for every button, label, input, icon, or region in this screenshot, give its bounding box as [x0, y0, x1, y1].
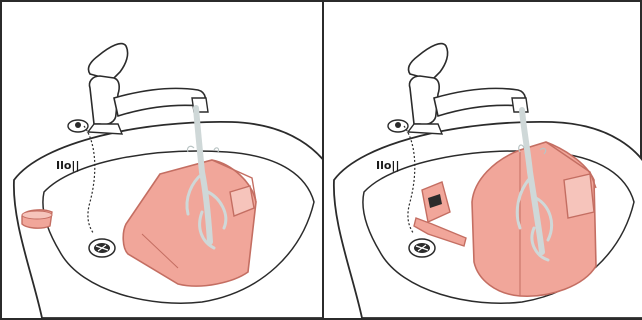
drain-icon	[409, 239, 435, 257]
panel-left-illustration: Ilo||	[2, 2, 322, 318]
drain-icon	[89, 239, 115, 257]
panel-left: Ilo||	[2, 2, 322, 318]
faucet-icon	[88, 44, 208, 134]
panel-right-illustration: Ilo||	[324, 2, 642, 318]
faucet-icon	[408, 44, 528, 134]
panel-right: Ilo||	[324, 2, 642, 318]
overflow-mark: Ilo||	[376, 159, 399, 172]
overflow-mark: Ilo||	[56, 159, 79, 172]
plug-stopper	[22, 210, 52, 228]
tank-cap-icon	[564, 174, 594, 218]
